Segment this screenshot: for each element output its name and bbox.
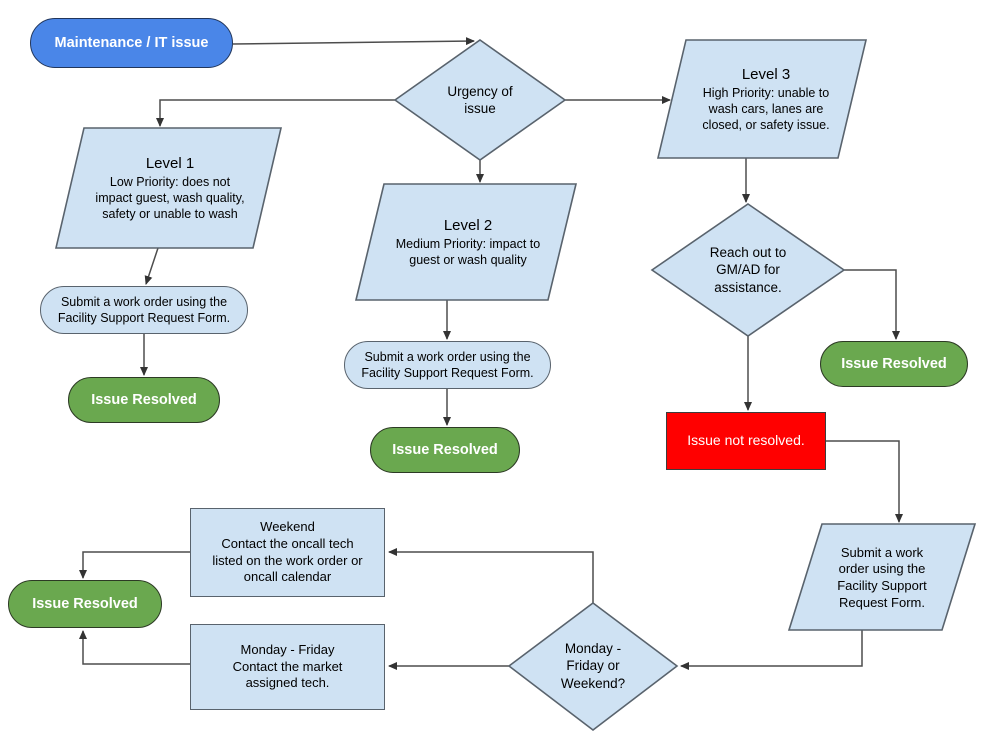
weekend-body: Contact the oncall tech listed on the wo… <box>212 535 363 585</box>
gmad-diamond-shape <box>650 203 846 337</box>
day-decision-diamond-shape <box>507 602 679 732</box>
submit1-text: Submit a work order using the Facility S… <box>57 295 231 325</box>
submit3-parallelogram-shape <box>787 523 977 631</box>
node-resolved-final: Issue Resolved <box>8 580 162 628</box>
not-resolved-text: Issue not resolved. <box>687 432 805 449</box>
resolved2-text: Issue Resolved <box>392 441 498 458</box>
urgency-diamond-shape <box>393 39 567 161</box>
level3-parallelogram-shape <box>656 39 868 159</box>
node-submit-level2: Submit a work order using the Facility S… <box>344 341 551 389</box>
node-weekend: Weekend Contact the oncall tech listed o… <box>190 508 385 597</box>
connector-level1-to-submit1 <box>144 247 159 285</box>
submit2-text: Submit a work order using the Facility S… <box>361 350 534 380</box>
connector-daydecision-to-weekend <box>388 548 594 603</box>
node-issue-not-resolved: Issue not resolved. <box>666 412 826 470</box>
level2-parallelogram-shape <box>354 183 578 301</box>
connector-gmad-to-resolved3 <box>844 269 900 340</box>
resolved4-text: Issue Resolved <box>32 595 138 612</box>
level1-parallelogram-shape <box>54 127 283 249</box>
resolved3-text: Issue Resolved <box>841 355 947 372</box>
node-resolved-level1: Issue Resolved <box>68 377 220 423</box>
connector-start-to-urgency <box>232 37 475 46</box>
weekend-title: Weekend <box>260 519 315 535</box>
weekday-title: Monday - Friday <box>240 642 335 658</box>
connector-weekday-to-resolved4 <box>79 630 190 665</box>
node-resolved-gmad: Issue Resolved <box>820 341 968 387</box>
node-weekday: Monday - Friday Contact the market assig… <box>190 624 385 710</box>
node-submit-level1: Submit a work order using the Facility S… <box>40 286 248 334</box>
connector-weekend-to-resolved4 <box>79 551 190 579</box>
node-start: Maintenance / IT issue <box>30 18 233 68</box>
node-start-label: Maintenance / IT issue <box>54 34 209 51</box>
weekday-body: Contact the market assigned tech. <box>232 658 343 691</box>
connector-notresolved-to-submit3 <box>826 440 903 523</box>
resolved1-text: Issue Resolved <box>91 391 197 408</box>
node-resolved-level2: Issue Resolved <box>370 427 520 473</box>
connector-urgency-to-level1 <box>156 99 395 127</box>
connector-submit3-to-daydecision <box>680 630 863 670</box>
